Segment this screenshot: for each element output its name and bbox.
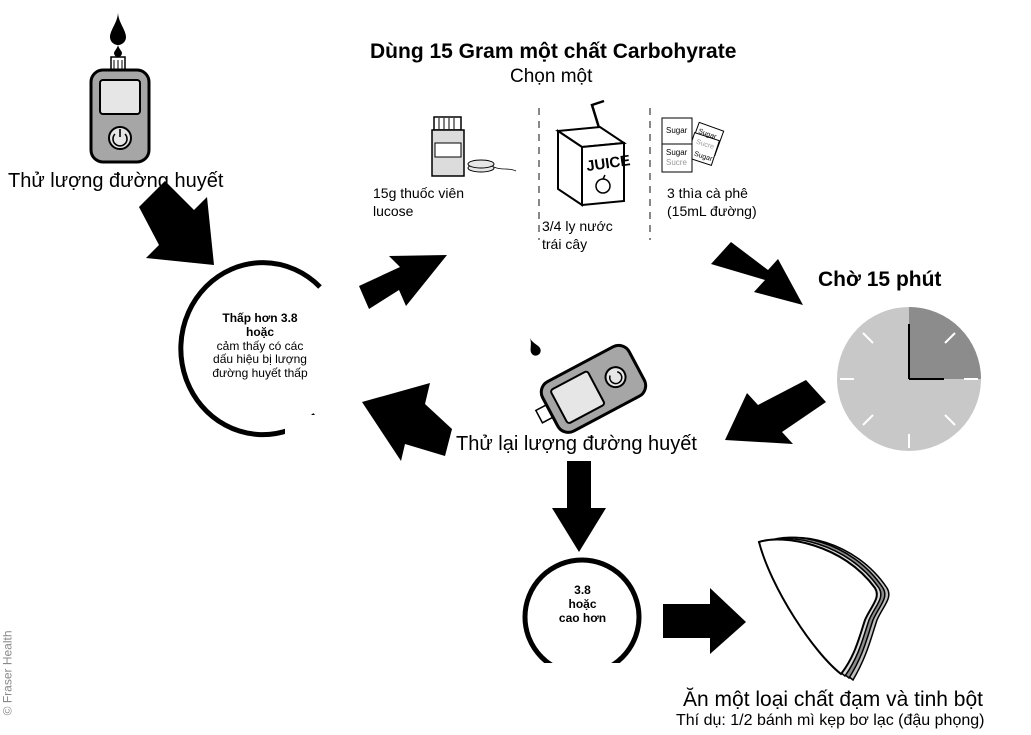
low-glucose-circle (178, 260, 345, 445)
retest-meter-icon (529, 337, 648, 434)
juice-line2: trái cây (542, 236, 588, 252)
sugar-packet-text-2: Sugar (666, 148, 688, 157)
snack-line2: Thí dụ: 1/2 bánh mì kẹp bơ lạc (đậu phọn… (676, 712, 985, 729)
arrow-low-to-carbs (359, 255, 447, 309)
wait-label: Chờ 15 phút (818, 268, 942, 291)
arrow-wait-to-retest (725, 380, 826, 444)
carbohydrate-title: Dùng 15 Gram một chất Carbohyrate (370, 40, 737, 63)
tablets-line1: 15g thuốc viên (373, 185, 465, 201)
snack-line1: Ăn một loại chất đạm và tinh bột (683, 688, 983, 711)
sandwich-icon (757, 536, 890, 682)
arrow-retest-to-high (552, 461, 606, 552)
test-blood-glucose-label: Thử lượng đường huyết (8, 170, 224, 192)
glucose-meter-icon (89, 12, 151, 164)
low-line2: hoặc (245, 324, 274, 339)
arrow-carbs-to-wait (711, 242, 803, 305)
low-line3: cảm thấy có các (216, 338, 304, 353)
choose-one-subtitle: Chọn một (510, 66, 593, 87)
sugar-packets-icon: Sugar Sugar Sucre Sugar Sucre Sugar (661, 117, 725, 173)
glucose-tablets-icon (431, 116, 517, 177)
high-line1: 3.8 (574, 583, 591, 597)
high-line2: hoặc (568, 596, 597, 611)
credit-text: © Fraser Health (0, 630, 15, 716)
sugar-packet-text-1: Sugar (666, 126, 688, 135)
retest-label: Thử lại lượng đường huyết (456, 433, 697, 455)
arrow-retest-to-low (362, 383, 452, 461)
low-line1: Thấp hơn 3.8 (222, 311, 298, 325)
high-line3: cao hơn (558, 610, 607, 625)
sugar-packet-text-3: Sucre (666, 158, 687, 167)
arrow-high-to-snack (663, 588, 746, 654)
high-glucose-circle (520, 557, 645, 680)
arrow-test-to-low (139, 181, 214, 265)
separator-dashed-1 (538, 108, 540, 240)
juice-carton-text: JUICE (585, 152, 631, 175)
high-glucose-circle-text: 3.8 hoặc cao hơn (535, 583, 630, 625)
low-line5: đường huyết thấp (212, 366, 308, 381)
low-glucose-circle-text: Thấp hơn 3.8 hoặc cảm thấy có các dấu hi… (180, 311, 340, 381)
sugar-line1: 3 thìa cà phê (667, 185, 748, 201)
separator-dashed-2 (649, 108, 651, 240)
sugar-line2: (15mL đường) (667, 203, 757, 219)
tablets-line2: lucose (373, 203, 414, 219)
juice-box-icon: JUICE (555, 99, 631, 207)
low-line4: dấu hiệu bị lượng (213, 352, 307, 367)
clock-icon (837, 307, 981, 451)
juice-line1: 3/4 ly nước (542, 218, 613, 234)
